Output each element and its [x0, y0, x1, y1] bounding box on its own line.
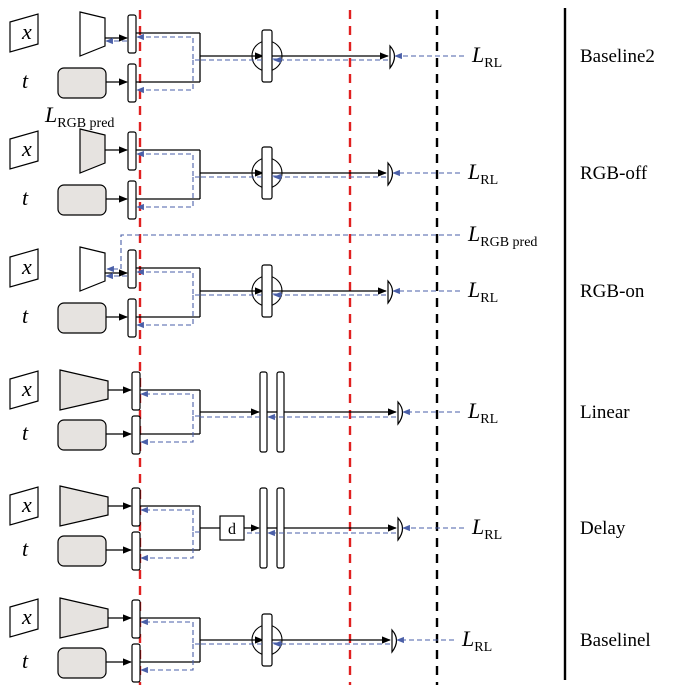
projection-block-t	[127, 63, 137, 103]
projection-block-t	[131, 415, 141, 455]
feedback-to-x	[140, 390, 200, 417]
row-label: RGB-off	[580, 163, 648, 184]
feedback-to-t	[136, 295, 194, 329]
feedback-to-x	[136, 268, 200, 296]
projection-block-t	[127, 180, 137, 220]
loss-rl-label: LRL	[467, 159, 498, 188]
feedback-to-x	[136, 33, 200, 61]
loss-rgb-pred-label: LRGB pred	[467, 221, 537, 250]
feedback-to-t	[140, 644, 194, 674]
policy-head	[391, 628, 398, 654]
input-x-frame	[9, 248, 39, 288]
loss-rl-label: LRL	[461, 626, 492, 655]
feedback-to-t	[140, 532, 194, 562]
row-baseline2: xt LRL LRGB pred Baseline2	[9, 11, 655, 131]
input-t-label: t	[22, 648, 29, 673]
input-x-frame	[9, 130, 39, 170]
input-x-label: x	[21, 376, 32, 401]
projection-block-t	[131, 643, 141, 683]
recurrent-core-block	[261, 29, 273, 83]
feedback-to-x	[136, 150, 200, 178]
input-x-label: x	[21, 604, 32, 629]
boundary-lines	[138, 8, 567, 685]
input-x-frame	[9, 13, 39, 53]
projection-block-x	[127, 131, 137, 171]
linear-block-2	[276, 371, 285, 453]
policy-head	[387, 279, 394, 305]
feedback-to-t	[136, 177, 194, 211]
input-x-label: x	[21, 254, 32, 279]
input-x-label: x	[21, 136, 32, 161]
time-encoder	[57, 184, 107, 216]
image-encoder	[59, 485, 109, 527]
input-t-label: t	[22, 68, 29, 93]
loss-rl-label: LRL	[471, 514, 502, 543]
projection-block-x	[131, 487, 141, 527]
row-label: Baselinel	[580, 630, 651, 651]
input-x-frame	[9, 486, 39, 526]
loss-rgb-pred-label: LRGB pred	[44, 102, 114, 131]
policy-head	[389, 44, 396, 70]
image-encoder	[59, 597, 109, 639]
loss-rl-label: LRL	[471, 42, 502, 71]
row-label: RGB-on	[580, 281, 645, 302]
feedback-to-t	[136, 60, 194, 94]
row-rgb-off: xt LRL RGB-off	[9, 128, 648, 220]
image-encoder	[59, 369, 109, 411]
feedback-to-x	[140, 618, 200, 645]
linear-block-1	[259, 371, 268, 453]
time-encoder	[57, 419, 107, 451]
image-encoder	[79, 246, 106, 292]
row-baselinel: xt LRL Baselinel	[9, 597, 651, 683]
row-label: Baseline2	[580, 46, 655, 67]
input-t-label: t	[22, 185, 29, 210]
input-t-label: t	[22, 536, 29, 561]
row-linear: xt LRL Linear	[9, 369, 630, 455]
linear-block-1	[259, 487, 268, 569]
input-t-label: t	[22, 303, 29, 328]
feedback-to-x	[140, 506, 200, 533]
delay-label: d	[228, 521, 236, 538]
projection-block-x	[131, 371, 141, 411]
recurrent-core-block	[261, 613, 273, 667]
image-encoder	[79, 128, 106, 174]
row-delay: xt d LRL Delay	[9, 485, 626, 571]
time-encoder	[57, 535, 107, 567]
row-label: Delay	[580, 518, 626, 539]
projection-block-t	[127, 298, 137, 338]
recurrent-core-block	[261, 146, 273, 200]
policy-head	[387, 161, 394, 187]
input-x-frame	[9, 598, 39, 638]
projection-block-x	[127, 249, 137, 289]
recurrent-core-block	[261, 264, 273, 318]
time-encoder	[57, 647, 107, 679]
projection-block-x	[127, 14, 137, 54]
input-x-frame	[9, 370, 39, 410]
input-x-label: x	[21, 492, 32, 517]
linear-block-2	[276, 487, 285, 569]
policy-head	[397, 400, 404, 426]
projection-block-t	[131, 531, 141, 571]
time-encoder	[57, 302, 107, 334]
image-encoder	[79, 11, 106, 57]
projection-block-x	[131, 599, 141, 639]
loss-rl-label: LRL	[467, 398, 498, 427]
policy-head	[397, 516, 404, 542]
feedback-to-t	[140, 416, 194, 446]
rgb-pred-feedback	[106, 234, 460, 273]
time-encoder	[57, 67, 107, 99]
loss-rl-label: LRL	[467, 277, 498, 306]
row-label: Linear	[580, 402, 630, 423]
input-x-label: x	[21, 19, 32, 44]
input-t-label: t	[22, 420, 29, 445]
